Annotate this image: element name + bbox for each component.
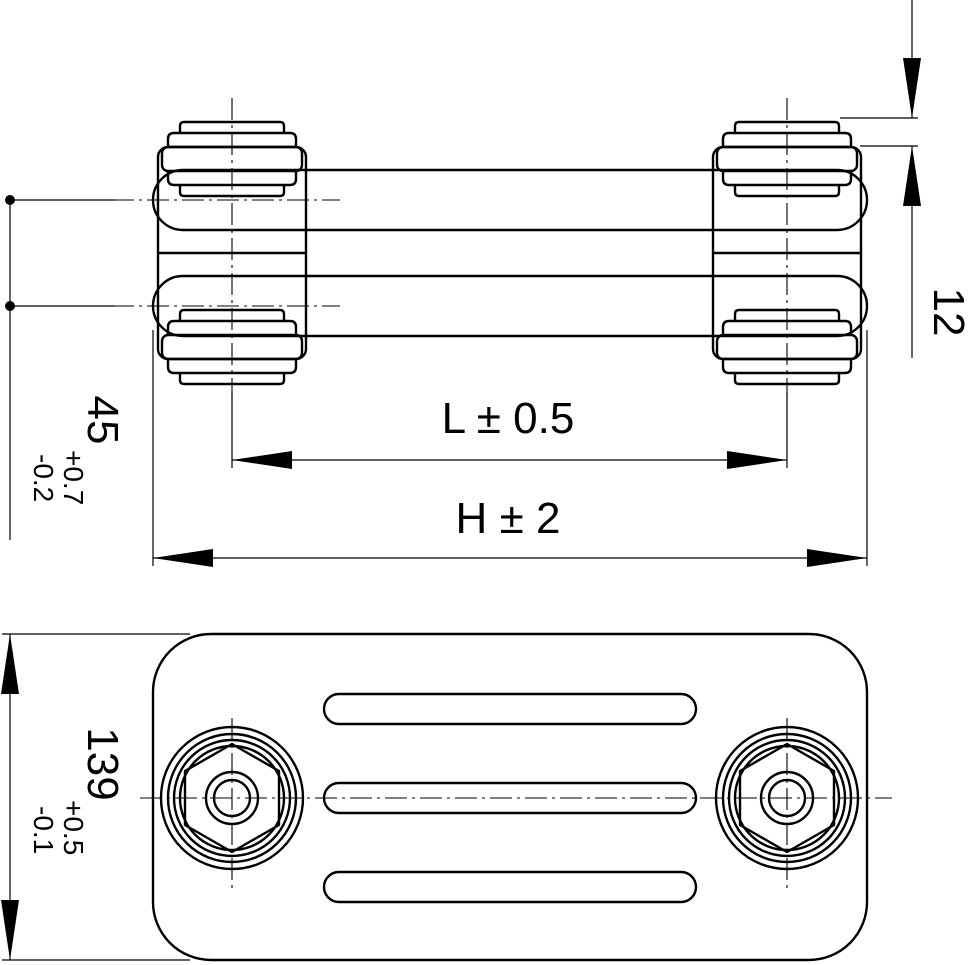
length-pm: ± [477,394,501,443]
pitch-dimension: 45 +0.7 -0.2 [5,195,127,540]
height-tol: 2 [536,494,560,543]
base-plate [151,632,869,962]
width-upper-tol: +0.5 [58,800,89,855]
slot-bottom [322,870,698,904]
length-label: L ± 0.5 [442,394,575,443]
plan-view [140,632,892,962]
length-dimension: L ± 0.5 [231,392,788,469]
height-dimension: H ± 2 [152,330,868,567]
pitch-upper-tol: +0.7 [58,450,89,505]
height-pm: ± [500,494,524,543]
width-lower-tol: -0.1 [28,806,59,854]
side-view [112,98,869,398]
stack-dimension: 12 [840,0,971,358]
length-symbol: L [442,394,466,443]
pitch-value: 45 [78,396,127,445]
width-dimension: 139 +0.5 -0.1 [1,633,190,961]
pitch-lower-tol: -0.2 [28,454,59,502]
slot-top [322,692,698,726]
height-label: H ± 2 [456,494,561,543]
length-tol: 0.5 [513,394,574,443]
pitch-label: 45 [78,396,127,445]
stack-value: 12 [924,288,971,337]
width-value: 139 [78,727,127,800]
height-symbol: H [456,494,488,543]
